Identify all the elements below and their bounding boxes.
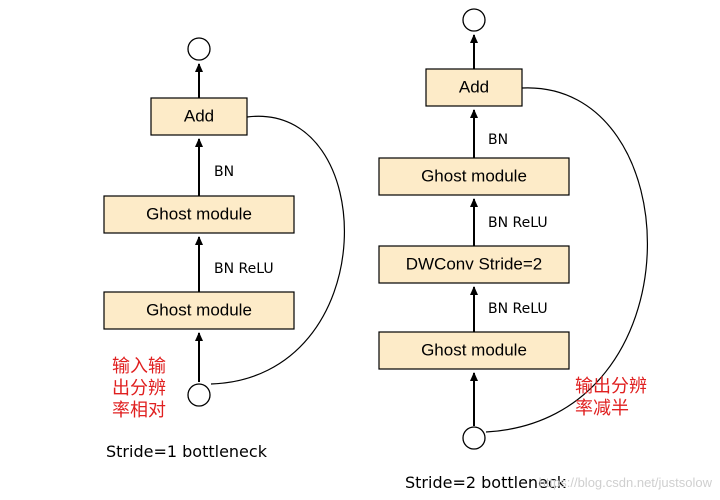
stride2-ghost-module-top: [378, 157, 570, 196]
stride1-input-node: [187, 383, 211, 407]
stride1-add-label: Add: [184, 106, 214, 125]
stride2-add-label: Add: [459, 77, 489, 96]
stride2-ghost-module-bottom: [378, 331, 570, 370]
stride2-ghost-module-top-label: Ghost module: [421, 166, 527, 185]
stride2-dwconv-label: DWConv Stride=2: [406, 254, 543, 273]
stride1-note-line-2: 出分辨: [112, 378, 166, 399]
stride1-bottleneck: Add BN Ghost module BN ReLU Ghost module…: [103, 37, 346, 461]
stride2-bottleneck: Add BN Ghost module BN ReLU DWConv Strid…: [378, 8, 653, 492]
stride2-bn-relu-label-1: BN ReLU: [488, 215, 548, 231]
stride1-output-node: [187, 37, 211, 61]
stride2-caption: Stride=2 bottleneck: [405, 473, 567, 492]
stride2-bn-label: BN: [488, 132, 508, 148]
stride1-bn-label: BN: [214, 164, 234, 180]
stride2-note-line-1: 输出分辨: [575, 376, 647, 397]
stride1-caption: Stride=1 bottleneck: [106, 442, 268, 461]
stride1-ghost-module-top: [103, 195, 295, 234]
stride1-ghost-module-bottom: [103, 291, 295, 330]
stride1-shortcut-curve: [210, 115, 346, 385]
stride2-dwconv-box: [378, 245, 570, 284]
stride1-note-line-3: 率相对: [112, 400, 166, 421]
stride2-shortcut-curve: [485, 87, 649, 433]
stride2-input-node: [462, 426, 486, 450]
watermark-text: https://blog.csdn.net/justsolow: [539, 475, 713, 490]
stride2-output-node: [462, 8, 486, 32]
stride2-bn-relu-label-2: BN ReLU: [488, 301, 548, 317]
stride1-red-note: 输入输 出分辨 率相对: [112, 356, 172, 421]
stride2-red-note: 输出分辨 率减半: [575, 376, 653, 419]
stride1-note-line-1: 输入输: [112, 356, 166, 377]
stride1-bn-relu-label: BN ReLU: [214, 261, 274, 277]
stride2-ghost-module-bottom-label: Ghost module: [421, 340, 527, 359]
stride1-ghost-module-bottom-label: Ghost module: [146, 300, 252, 319]
stride1-ghost-module-top-label: Ghost module: [146, 204, 252, 223]
stride2-note-line-2: 率减半: [575, 398, 629, 419]
